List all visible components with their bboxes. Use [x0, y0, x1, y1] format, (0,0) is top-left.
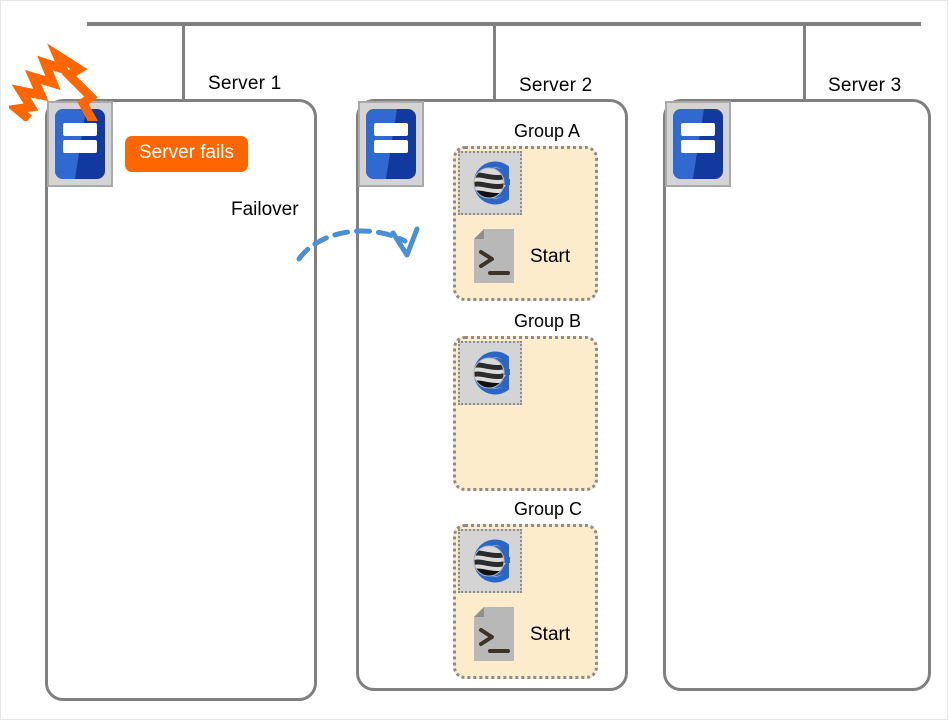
server-panel-server-1[interactable]	[45, 99, 317, 701]
server-panel-server-3[interactable]	[663, 99, 931, 691]
network-drop-server-3	[803, 24, 806, 100]
group-box-group-a[interactable]: Start	[453, 146, 598, 301]
failure-burst-icon	[9, 43, 98, 121]
script-icon	[474, 607, 514, 661]
server-label-server-1: Server 1	[208, 73, 282, 94]
failover-label: Failover	[231, 199, 299, 220]
server-icon-server-1[interactable]	[47, 101, 113, 187]
group-box-group-b[interactable]	[453, 336, 598, 491]
cluster-resource-icon-group-b[interactable]	[458, 341, 522, 405]
network-drop-server-2	[493, 24, 496, 100]
cluster-resource-icon-group-c[interactable]	[458, 529, 522, 593]
cluster-resource-glyph	[473, 539, 510, 583]
network-drop-server-1	[182, 24, 185, 100]
status-badge-server-fails: Server fails	[125, 136, 249, 172]
dashed-curved-arrow-icon	[296, 226, 420, 262]
script-icon	[474, 229, 514, 283]
server-panel-server-2[interactable]	[356, 99, 628, 691]
group-label-group-c: Group C	[514, 499, 583, 519]
server-icon-server-2[interactable]	[358, 101, 424, 187]
group-label-group-b: Group B	[514, 311, 582, 331]
server-label-server-3: Server 3	[828, 75, 902, 96]
cluster-resource-glyph	[473, 161, 510, 205]
script-row-group-a[interactable]: Start	[470, 227, 570, 287]
script-label-group-a: Start	[530, 246, 571, 267]
cluster-resource-icon-group-a[interactable]	[458, 151, 522, 215]
script-row-group-c[interactable]: Start	[470, 605, 570, 665]
group-box-group-c[interactable]: Start	[453, 524, 598, 679]
server-label-server-2: Server 2	[519, 75, 593, 96]
cluster-resource-glyph	[473, 351, 510, 395]
script-label-group-c: Start	[530, 624, 571, 645]
group-label-group-a: Group A	[514, 121, 581, 141]
server-icon-server-3[interactable]	[665, 101, 731, 187]
network-bus-line	[87, 22, 921, 26]
